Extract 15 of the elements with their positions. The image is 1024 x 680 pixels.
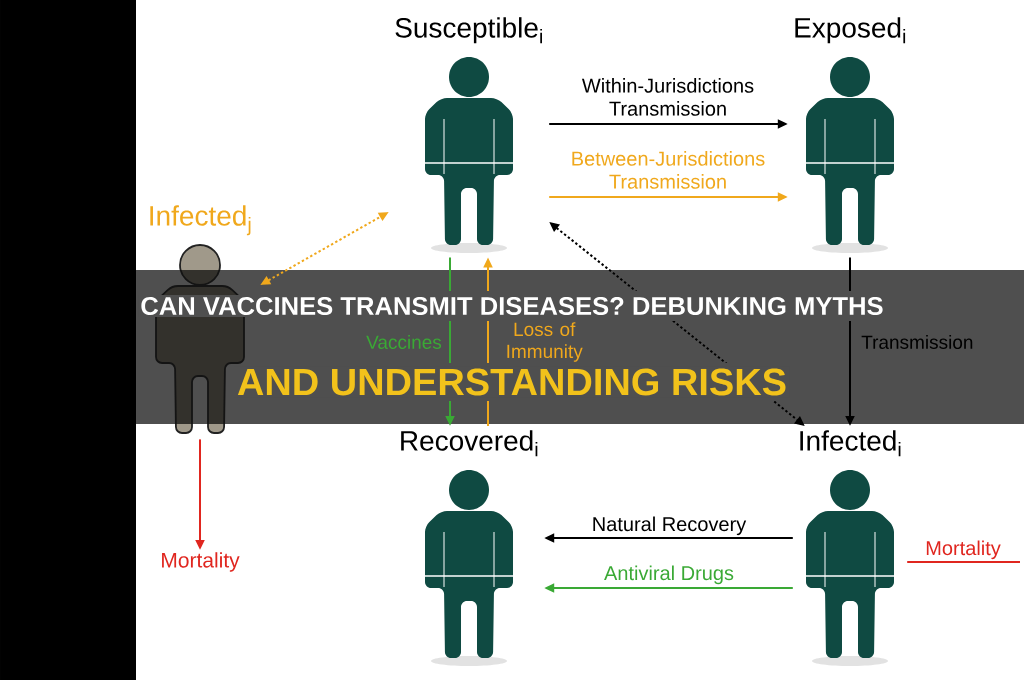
edge-label: Loss of Immunity [507, 322, 583, 362]
person-label: Susceptible$_{i}$ [395, 17, 542, 44]
connector-line [906, 561, 1021, 563]
person-label: Infected$_{i}$ [800, 430, 901, 457]
edge-label: Within-Jurisdictions Transmission [581, 78, 754, 116]
person-label: Infected$_{j}$ [150, 205, 251, 236]
edge-label: Natural Recovery [593, 516, 747, 536]
edge-label: Antiviral Drugs [604, 565, 734, 585]
text-label: Mortality [162, 552, 240, 572]
edge-label: Transmission [861, 335, 973, 349]
person-label: Recovered$_{i}$ [401, 430, 538, 457]
edge-label: Mortality [926, 540, 1001, 560]
person-label: Exposed$_{i}$ [795, 17, 906, 44]
edge-label: Between-Jurisdictions Transmission [572, 151, 765, 189]
edge-label: Vaccines [366, 335, 442, 349]
